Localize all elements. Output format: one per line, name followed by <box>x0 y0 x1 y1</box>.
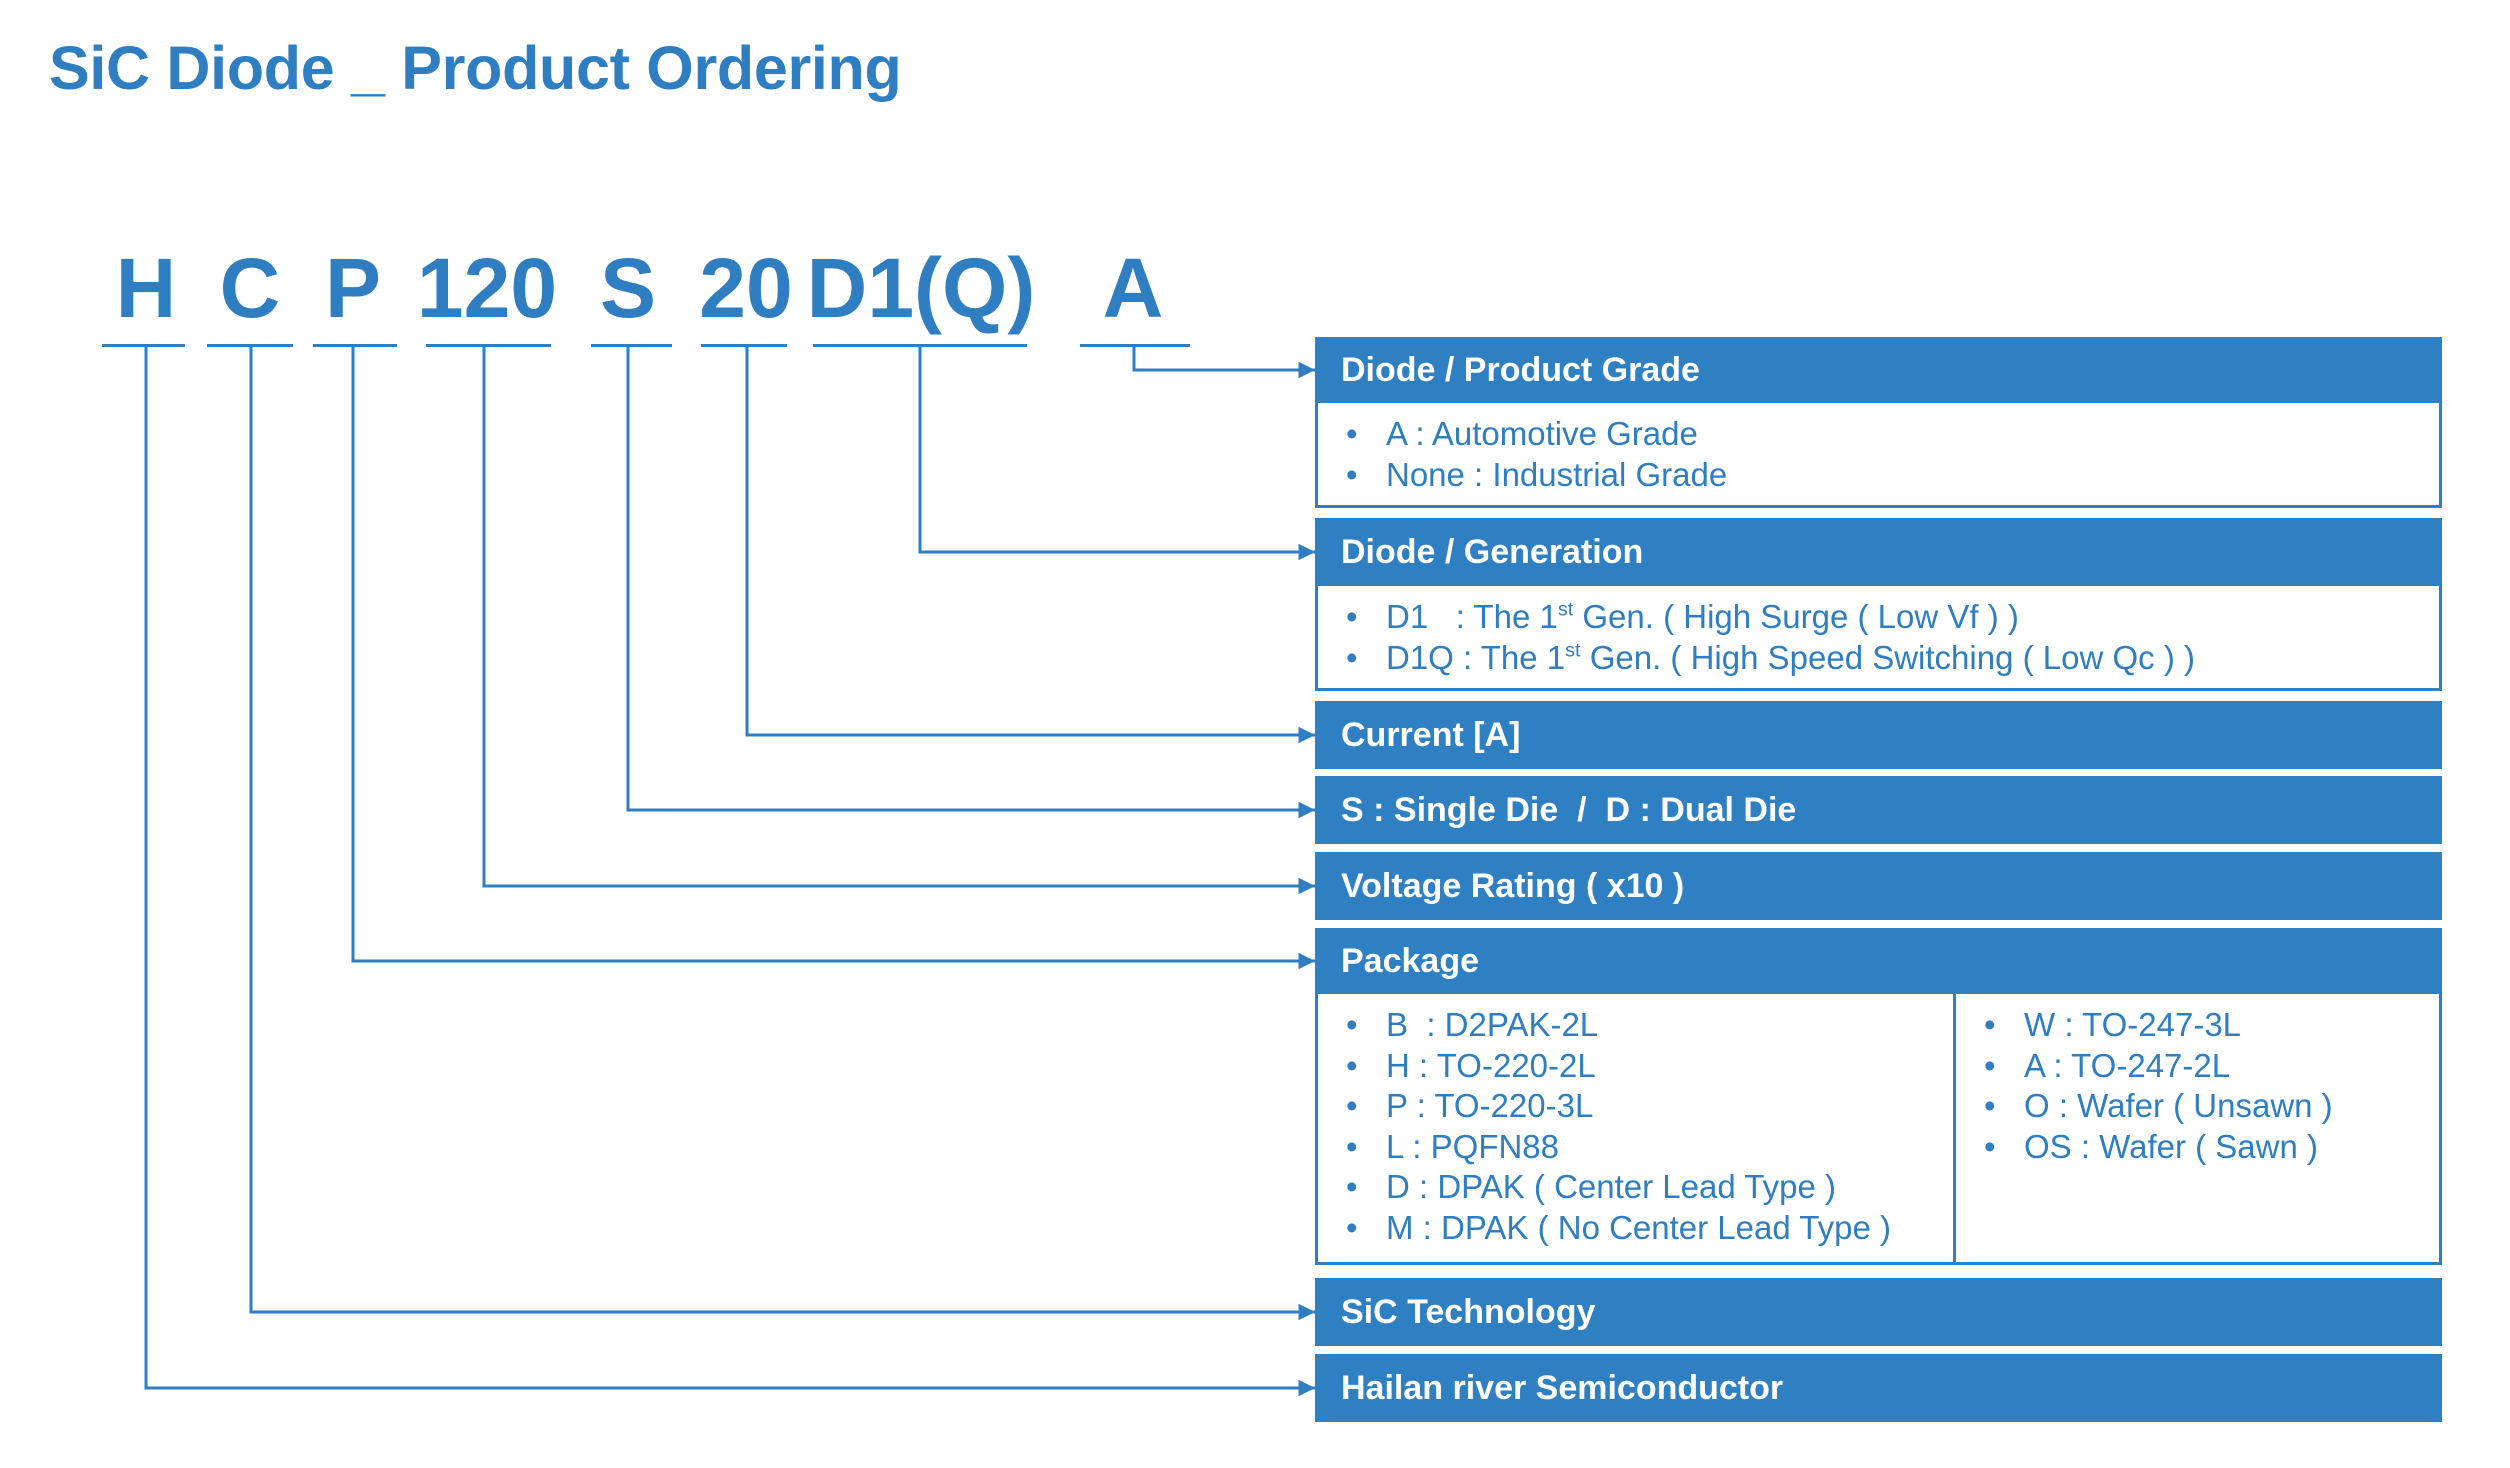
code-underline-current <box>701 344 787 347</box>
box-header-product-grade: Diode / Product Grade <box>1315 337 2442 403</box>
package-column-right: W : TO-247-3L A : TO-247-2L O : Wafer ( … <box>1956 994 2439 1262</box>
list-item: M : DPAK ( No Center Lead Type ) <box>1318 1208 1953 1249</box>
code-segment-technology: C <box>219 241 281 335</box>
code-segment-voltage: 120 <box>416 241 558 335</box>
connector-arrow-generation <box>918 345 1315 561</box>
code-underline-die-type <box>591 344 672 347</box>
code-underline-voltage <box>426 344 551 347</box>
code-segment-package: P <box>324 241 382 335</box>
list-item: P : TO-220-3L <box>1318 1086 1953 1127</box>
list-item: None : Industrial Grade <box>1318 455 2439 496</box>
connector-arrow-voltage <box>482 345 1315 895</box>
code-underline-package <box>313 344 397 347</box>
connector-arrow-package <box>351 345 1315 970</box>
connector-arrow-product-grade <box>1132 345 1315 379</box>
generation-list: D1 : The 1st Gen. ( High Surge ( Low Vf … <box>1318 586 2439 678</box>
package-list-left: B : D2PAK-2L H : TO-220-2L P : TO-220-3L… <box>1318 994 1953 1248</box>
grade-list: A : Automotive Grade None : Industrial G… <box>1318 403 2439 495</box>
item-text: Gen. ( High Speed Switching ( Low Qc ) ) <box>1580 638 2195 676</box>
package-list-right: W : TO-247-3L A : TO-247-2L O : Wafer ( … <box>1956 994 2439 1167</box>
item-text: D1 : The 1 <box>1386 598 1558 635</box>
code-underline-technology <box>207 344 293 347</box>
connector-arrow-die-type <box>626 345 1315 819</box>
list-item: D : DPAK ( Center Lead Type ) <box>1318 1167 1953 1208</box>
connector-arrow-manufacturer <box>144 345 1315 1397</box>
code-underline-manufacturer <box>102 344 185 347</box>
box-header-current: Current [A] <box>1315 701 2442 769</box>
list-item: B : D2PAK-2L <box>1318 1005 1953 1046</box>
connector-arrow-current <box>745 345 1315 744</box>
list-item: H : TO-220-2L <box>1318 1046 1953 1087</box>
code-segment-manufacturer: H <box>115 241 177 335</box>
box-body-package: B : D2PAK-2L H : TO-220-2L P : TO-220-3L… <box>1315 994 2442 1265</box>
connector-arrow-technology <box>249 345 1315 1321</box>
list-item: D1 : The 1st Gen. ( High Surge ( Low Vf … <box>1318 597 2439 638</box>
box-body-generation: D1 : The 1st Gen. ( High Surge ( Low Vf … <box>1315 586 2442 691</box>
code-segment-current: 20 <box>699 241 793 335</box>
list-item: OS : Wafer ( Sawn ) <box>1956 1127 2439 1168</box>
code-segment-die-type: S <box>599 241 657 335</box>
box-header-voltage: Voltage Rating ( x10 ) <box>1315 852 2442 920</box>
box-header-die-type: S : Single Die / D : Dual Die <box>1315 776 2442 844</box>
box-header-generation: Diode / Generation <box>1315 518 2442 586</box>
list-item: O : Wafer ( Unsawn ) <box>1956 1086 2439 1127</box>
box-header-manufacturer: Hailan river Semiconductor <box>1315 1354 2442 1422</box>
list-item: A : TO-247-2L <box>1956 1046 2439 1087</box>
ordinal-suffix: st <box>1565 639 1581 662</box>
list-item: L : PQFN88 <box>1318 1127 1953 1168</box>
list-item: A : Automotive Grade <box>1318 414 2439 455</box>
box-body-product-grade: A : Automotive Grade None : Industrial G… <box>1315 403 2442 508</box>
list-item: W : TO-247-3L <box>1956 1005 2439 1046</box>
code-segment-generation: D1(Q) <box>806 241 1036 335</box>
code-segment-grade: A <box>1102 241 1164 335</box>
package-column-left: B : D2PAK-2L H : TO-220-2L P : TO-220-3L… <box>1318 994 1956 1262</box>
item-text: Gen. ( High Surge ( Low Vf ) ) <box>1573 598 2019 635</box>
list-item: D1Q : The 1st Gen. ( High Speed Switchin… <box>1318 638 2439 679</box>
code-underline-grade <box>1080 344 1190 347</box>
box-header-technology: SiC Technology <box>1315 1278 2442 1346</box>
item-text: D1Q : The 1 <box>1386 638 1566 676</box>
box-header-package: Package <box>1315 928 2442 994</box>
code-underline-generation <box>813 344 1027 347</box>
page-title: SiC Diode _ Product Ordering <box>49 34 902 102</box>
ordinal-suffix: st <box>1557 598 1574 621</box>
